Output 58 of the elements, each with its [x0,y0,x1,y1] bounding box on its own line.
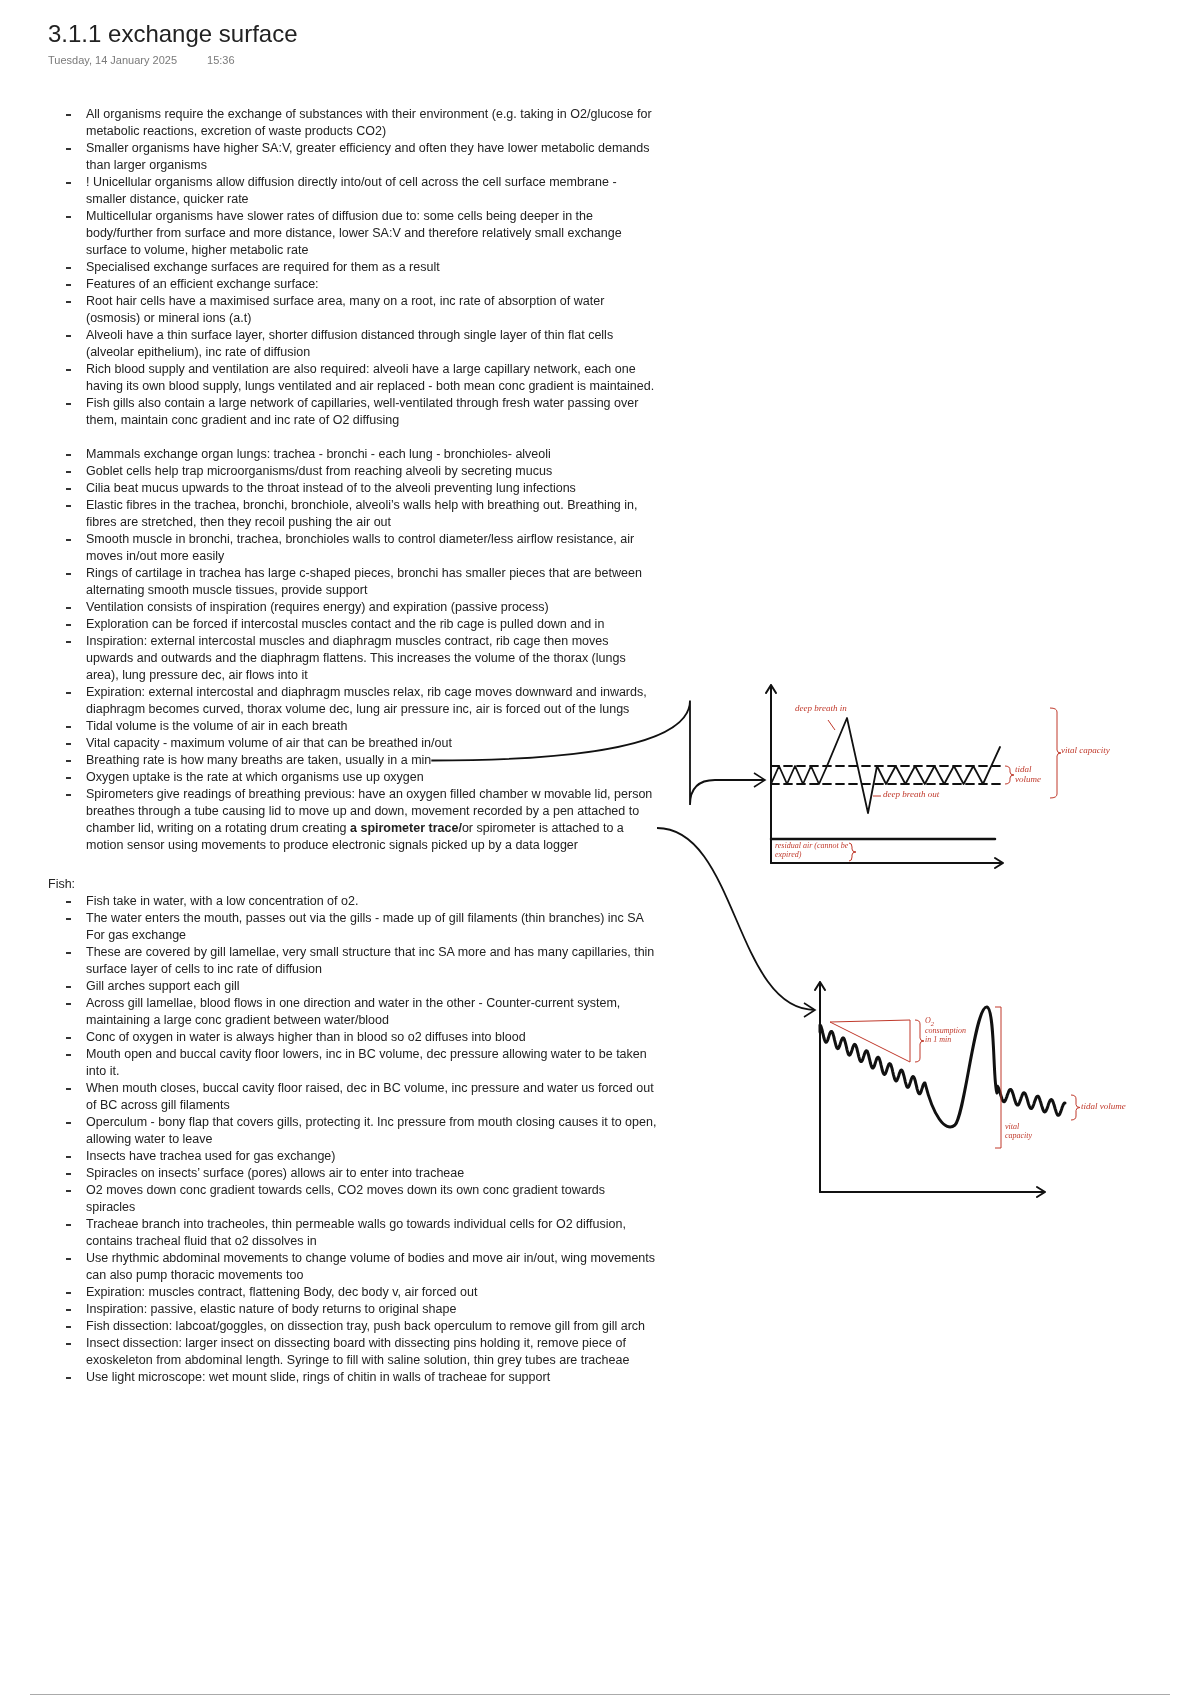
bullet-text: Smaller organisms have higher SA:V, greater efficiency and often they have lower metabolic demands than larger organisms [86,140,651,174]
arrow [430,699,766,806]
bullet-text: Tracheae branch into tracheoles, thin permeable walls go towards individual cells for O2 diffusion, contains tracheal fluid that o2 dissolves in [86,1216,627,1250]
timestamp: Tuesday, 14 January 2025 [48,54,178,66]
bullet-text: Across gill lamellae, blood flows in one direction and water in the other - Counter-current system, maintaining a large conc gradient between water/blood [86,995,622,1029]
bullet-text: Insects have trachea used for gas exchange) [86,1148,336,1165]
bullet-text: Fish dissection: labcoat/goggles, on dissection tray, push back operculum to remove gill from gill arch [86,1318,646,1335]
bullet-text: Inspiration: external intercostal muscles and diaphragm muscles contract, rib cage then moves upwards and outwards and the diaphragm flattens. This increases the volume of the thorax (lungs area), lung pressure dec, air flows into it [86,633,627,684]
bullet-text: Features of an efficient exchange surface: [86,276,319,293]
bullet-text: Rings of cartilage in trachea has large c-shaped pieces, bronchi has smaller pieces that are between alternating smooth muscle tissues, provide support [86,565,643,599]
bullet-text: Root hair cells have a maximised surface area, many on a root, inc rate of absorption of water (osmosis) or mineral ions (a.t) [86,293,606,327]
bullet-text: Spiracles on insects’ surface (pores) allows air to enter into tracheae [86,1165,465,1182]
bullet-text: Mammals exchange organ lungs: trachea - bronchi - each lung - bronchioles- alveoli [86,446,551,463]
handwritten-annotation: deep breath in [795,704,848,714]
bullet-text: Ventilation consists of inspiration (requires energy) and expiration (passive process) [86,599,549,616]
bullet-text: Goblet cells help trap microorganisms/dust from reaching alveoli by secreting mucus [86,463,553,480]
bullet-text: The water enters the mouth, passes out via the gills - made up of gill filaments (thin branches) inc SA For gas exchange [86,910,645,944]
bullet-text: Conc of oxygen in water is always higher than in blood so o2 diffuses into blood [86,1029,526,1046]
handwritten-annotation: tidal volume [1015,765,1042,785]
handwritten-annotation: vital capacity [1061,746,1111,756]
bullet-text: Fish take in water, with a low concentration of o2. [86,893,359,910]
handwritten-annotation: vital capacity [1005,1123,1034,1141]
bullet-text: Use rhythmic abdominal movements to change volume of bodies and move air in/out, wing movements can also pump thoracic movements too [86,1250,657,1284]
bullet-text: Cilia beat mucus upwards to the throat instead of to the alveoli preventing lung infections [86,480,576,497]
bullet-text: Use light microscope: wet mount slide, rings of chitin in walls of tracheae for support [86,1369,551,1386]
arrow [656,827,816,1016]
bullet-text: When mouth closes, buccal cavity floor raised, dec in BC volume, inc pressure and water us forced out of BC across gill filaments [86,1080,655,1114]
section-heading: Fish: [48,876,76,893]
bullet-text: Mouth open and buccal cavity floor lowers, inc in BC volume, dec pressure allowing water to be taken into it. [86,1046,648,1080]
page-title: 3.1.1 exchange surface [48,20,298,48]
bullet-text: Expiration: muscles contract, flattening Body, dec body v, air forced out [86,1284,478,1301]
handwritten-annotation: residual air (cannot be expired) [775,842,849,860]
handwritten-annotation: tidal volume [1081,1102,1127,1112]
bullet-text: Fish gills also contain a large network of capillaries, well-ventilated through fresh water passing over them, maintain conc gradient and inc rate of O2 diffusing [86,395,640,429]
bullet-text: All organisms require the exchange of substances with their environment (e.g. taking in O2/glucose for metabolic reactions, excretion of waste products CO2) [86,106,653,140]
bullet-text: Gill arches support each gill [86,978,240,995]
handwritten-annotation: deep breath out [883,790,941,800]
bullet-text: Oxygen uptake is the rate at which organisms use up oxygen [86,769,424,786]
handwritten-annotation: O$_{2}$ consumption in 1 min [925,1017,967,1045]
bullet-text: Breathing rate is how many breaths are taken, usually in a min [86,752,432,769]
bullet-text: ! Unicellular organisms allow diffusion directly into/out of cell across the cell surface membrane - smaller distance, quicker rate [86,174,618,208]
timestamp: 15:36 [207,54,235,66]
bullet-text: Vital capacity - maximum volume of air that can be breathed in/out [86,735,452,752]
bullet-text: Multicellular organisms have slower rates of diffusion due to: some cells being deeper in the body/further from surface and more distance, lower SA:V and therefore relatively small exchange surface to volume, higher metabolic rate [86,208,623,259]
bullet-text: Elastic fibres in the trachea, bronchi, bronchiole, alveoli’s walls help with breathing out. Breathing in, fibres are stretched, then they recoil pushing the air out [86,497,639,531]
bullet-text: Specialised exchange surfaces are required for them as a result [86,259,440,276]
bullet-text: Spirometers give readings of breathing previous: have an oxygen filled chamber w movable lid, person breathes through a tube causing lid to move up and down, movement recorded by a pen attached to chamber lid, writing on a rotating drum creating a spirometer trace/or spirometer is attached to a motion sensor using movements to produce electronic signals picked up by a data logger [86,786,654,854]
bullet-text: Exploration can be forced if intercostal muscles contact and the rib cage is pulled down and in [86,616,605,633]
bullet-text: Rich blood supply and ventilation are also required: alveoli have a large capillary network, each one having its own blood supply, lungs ventilated and air replaced - both mean conc gradient is maintained. [86,361,656,395]
bullet-text: Smooth muscle in bronchi, trachea, bronchioles walls to control diameter/less airflow resistance, air moves in/out more easily [86,531,636,565]
bullet-text: Tidal volume is the volume of air in each breath [86,718,348,735]
bullet-text: Inspiration: passive, elastic nature of body returns to original shape [86,1301,457,1318]
bullet-text: O2 moves down conc gradient towards cells, CO2 moves down its own conc gradient towards spiracles [86,1182,606,1216]
bullet-text: These are covered by gill lamellae, very small structure that inc SA more and has many capillaries, thin surface layer of cells to inc rate of diffusion [86,944,656,978]
bullet-text: Alveoli have a thin surface layer, shorter diffusion distanced through single layer of thin flat cells (alveolar epithelium), inc rate of diffusion [86,327,615,361]
bullet-text: Operculum - bony flap that covers gills, protecting it. Inc pressure from mouth closing causes it to open, allowing water to leave [86,1114,657,1148]
bullet-text: Expiration: external intercostal and diaphragm muscles relax, rib cage moves downward and inwards, diaphragm becomes curved, thorax volume dec, lung air pressure inc, air is forced out of the lungs [86,684,648,718]
bullet-text: Insect dissection: larger insect on dissecting board with dissecting pins holding it, remove piece of exoskeleton from abdominal length. Syringe to fill with saline solution, thin grey tubes are tracheae [86,1335,631,1369]
